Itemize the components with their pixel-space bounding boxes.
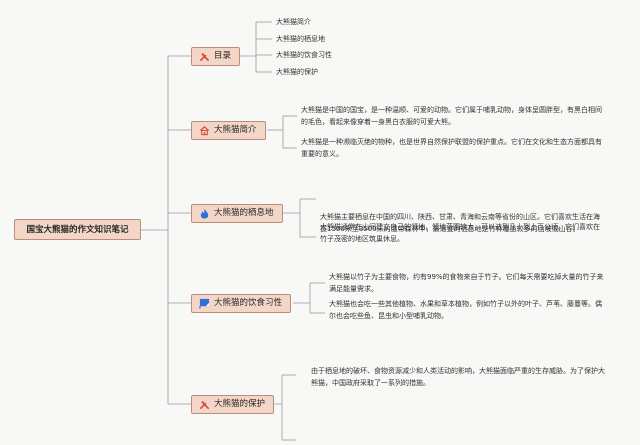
flag-icon bbox=[199, 298, 210, 309]
paragraph: 大熊猫是中国的国宝，是一种温顺、可爱的动物。它们属于哺乳动物，身体呈圆胖型，有黑… bbox=[301, 106, 602, 127]
contents-item[interactable]: 大熊猫的饮食习性 bbox=[276, 51, 332, 59]
paragraph: 大熊猫也会吃一些其他植物、水果和草本植物，例如竹子以外的叶子、芦苇、藤蔓等。偶尔… bbox=[329, 300, 602, 321]
paragraph: 大熊猫主要栖息在中国的四川、陕西、甘肃、青海和云南等省份的山区。它们喜欢生活在海… bbox=[320, 213, 600, 234]
branch-node-diet[interactable]: 大熊猫的饮食习性 bbox=[191, 294, 292, 313]
branch-label: 目录 bbox=[214, 51, 232, 61]
branch-label: 大熊猫简介 bbox=[214, 125, 257, 135]
branch-label: 大熊猫的栖息地 bbox=[214, 208, 274, 218]
branch-node-protection[interactable]: 大熊猫的保护 bbox=[191, 395, 275, 414]
contents-item[interactable]: 大熊猫的保护 bbox=[276, 68, 318, 76]
tools-icon bbox=[199, 51, 210, 62]
flame-icon bbox=[199, 208, 210, 219]
branch-label: 大熊猫的保护 bbox=[214, 399, 266, 409]
branch-node-habitat[interactable]: 大熊猫的栖息地 bbox=[191, 204, 283, 223]
root-node[interactable]: 国宝大熊猫的作文知识笔记 bbox=[14, 219, 141, 240]
branch-node-contents[interactable]: 目录 bbox=[191, 47, 241, 66]
paragraph: 大熊猫是一种濒临灭绝的物种，也是世界自然保护联盟的保护重点。它们在文化和生态方面… bbox=[301, 138, 602, 159]
tools-icon bbox=[199, 399, 210, 410]
branch-label: 大熊猫的饮食习性 bbox=[214, 298, 283, 308]
home-icon bbox=[199, 125, 210, 136]
paragraph: 大熊猫通常在山间建立自己的领地，领地范围较大，可以达到几十到上百公顷。它们喜欢在… bbox=[320, 223, 600, 244]
paragraph: 由于栖息地的破坏、食物资源减少和人类活动的影响，大熊猫面临严重的生存威胁。为了保… bbox=[311, 367, 605, 388]
contents-item[interactable]: 大熊猫简介 bbox=[276, 18, 311, 26]
contents-item[interactable]: 大熊猫的栖息地 bbox=[276, 35, 325, 43]
paragraph: 大熊猫以竹子为主要食物，约有99%的食物来自于竹子。它们每天需要吃掉大量的竹子来… bbox=[329, 273, 604, 294]
branch-node-intro[interactable]: 大熊猫简介 bbox=[191, 121, 266, 140]
